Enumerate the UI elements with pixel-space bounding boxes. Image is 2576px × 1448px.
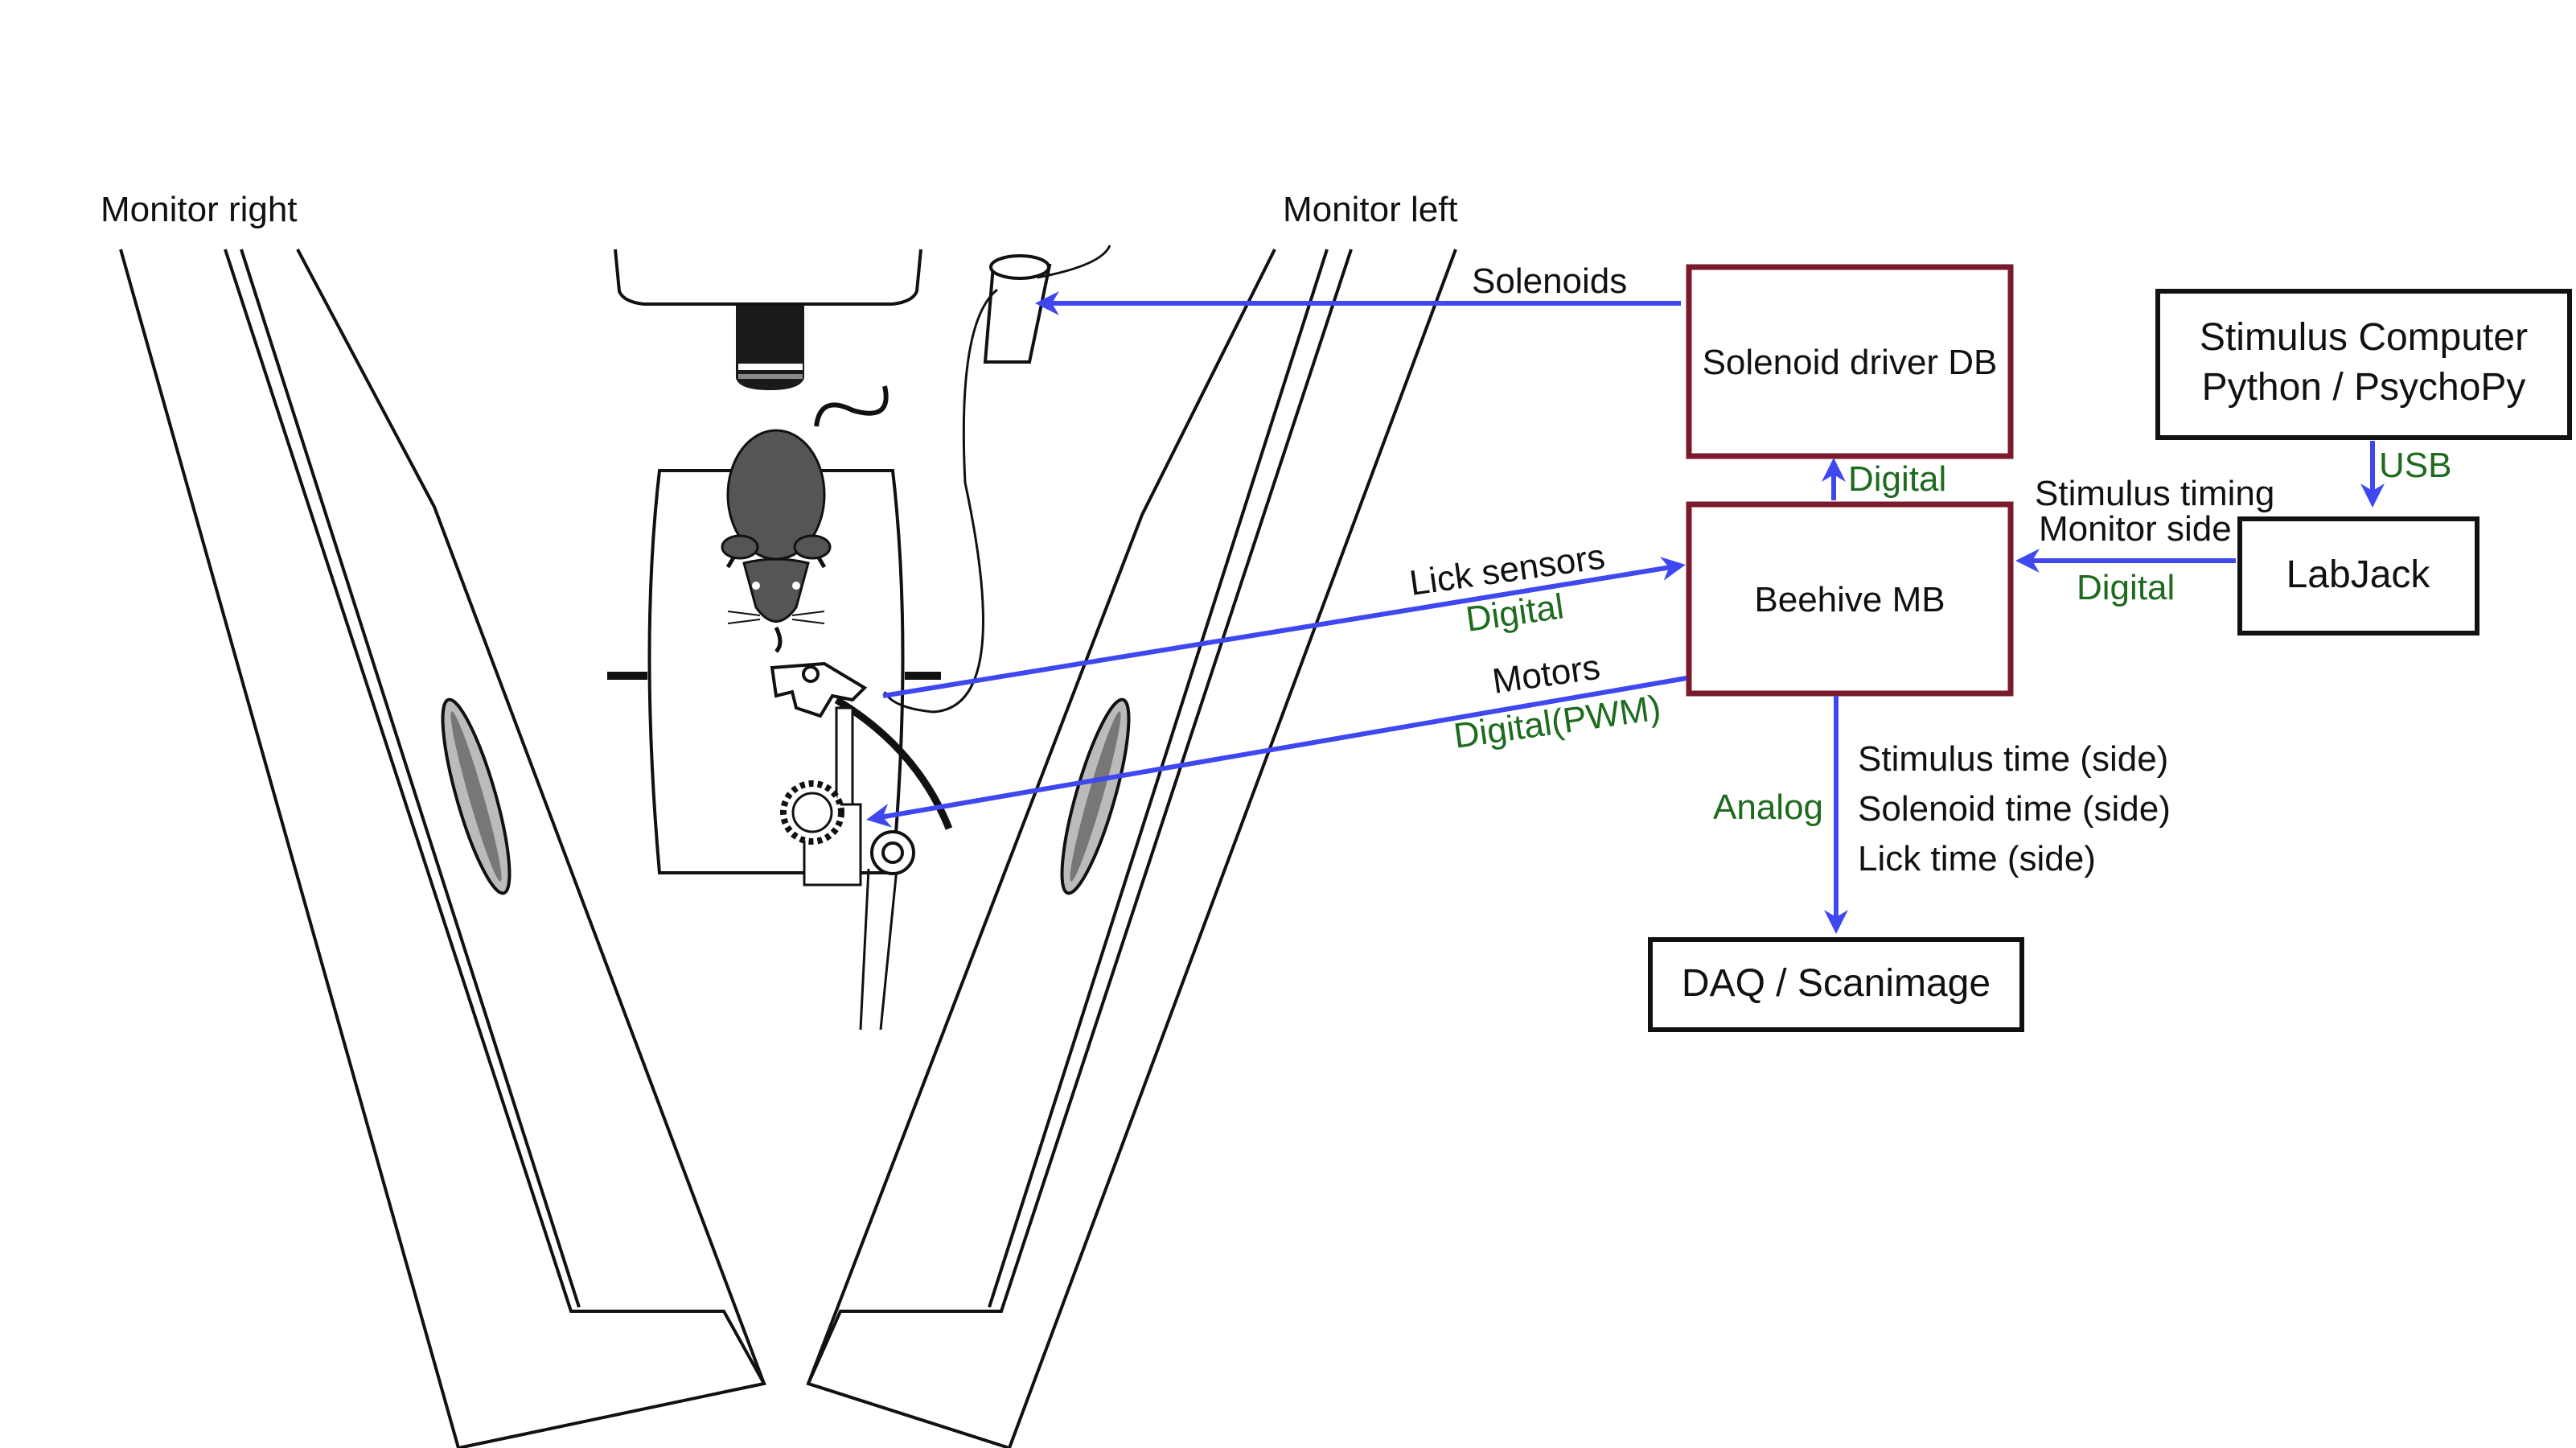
- stimulus-timing-label: Stimulus timing: [2035, 474, 2274, 513]
- motors-arrow: [871, 678, 1687, 819]
- usb-label: USB: [2379, 446, 2451, 485]
- monitor-right-label: Monitor right: [101, 190, 298, 229]
- objective-lens-icon: [615, 249, 921, 390]
- stimulus-computer-box: [2158, 291, 2570, 438]
- monitor-right-icon: [121, 249, 764, 1448]
- labjack-label: LabJack: [2286, 553, 2431, 596]
- stimulus-time-label: Stimulus time (side): [1858, 739, 2168, 779]
- solenoids-label: Solenoids: [1472, 261, 1627, 301]
- lick-spout-icon: [772, 664, 949, 1030]
- solenoid-time-label: Solenoid time (side): [1858, 789, 2171, 829]
- solenoid-driver-label: Solenoid driver DB: [1703, 343, 1998, 382]
- beehive-label: Beehive MB: [1754, 580, 1945, 619]
- stimulus-software-label: Python / PsychoPy: [2202, 366, 2526, 409]
- lick-time-label: Lick time (side): [1858, 839, 2096, 878]
- monitor-side-label: Monitor side: [2039, 509, 2232, 549]
- daq-label: DAQ / Scanimage: [1682, 962, 1991, 1005]
- digital-driver-label: Digital: [1848, 459, 1946, 499]
- analog-label: Analog: [1713, 788, 1823, 827]
- monitor-left-label: Monitor left: [1283, 190, 1458, 229]
- lick-digital-label: Digital: [1464, 586, 1567, 640]
- gear-icon: [783, 784, 841, 841]
- mouse-icon: [722, 386, 886, 652]
- solenoid-valve-icon: [885, 245, 1110, 712]
- stimulus-computer-label: Stimulus Computer: [2200, 316, 2528, 359]
- labjack-digital-label: Digital: [2077, 568, 2175, 607]
